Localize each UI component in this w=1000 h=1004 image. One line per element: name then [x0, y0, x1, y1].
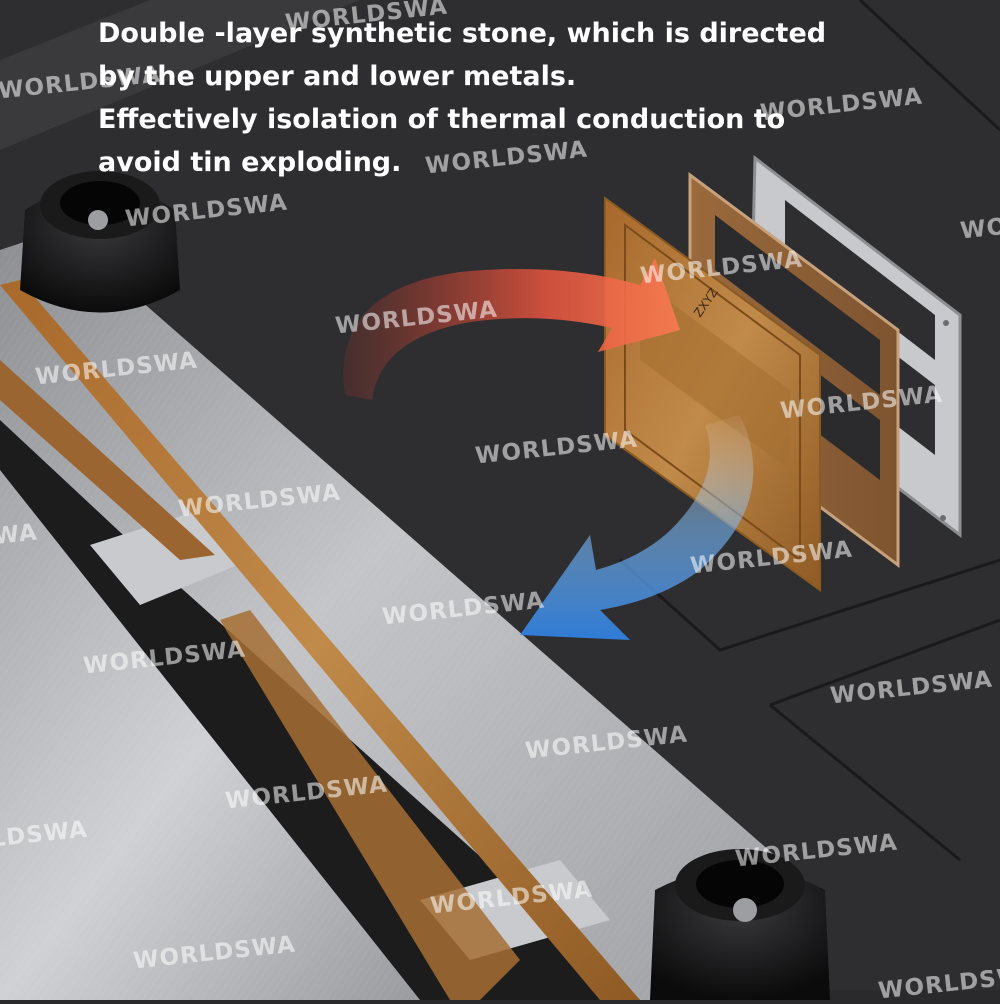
- synthetic-stone-strip: [220, 610, 520, 1000]
- panel-edge-line: [769, 618, 1000, 707]
- rubber-foot-top: [20, 171, 180, 313]
- synthetic-stone-strip: [0, 360, 215, 560]
- background-panel: [0, 0, 360, 150]
- caption-line-1: Double -layer synthetic stone, which is …: [98, 18, 827, 49]
- hot-arrow: [343, 258, 680, 400]
- caption-text-block: Double -layer synthetic stone, which is …: [98, 12, 838, 184]
- panel-edge-line: [769, 703, 961, 862]
- cold-arrow: [520, 415, 754, 640]
- synthetic-stone-strip: [0, 280, 640, 1000]
- caption-line-4: avoid tin exploding.: [98, 147, 402, 178]
- caption-line-2: by the upper and lower metals.: [98, 61, 577, 92]
- caption-line-3: Effectively isolation of thermal conduct…: [98, 104, 786, 135]
- rubber-foot-bottom: [650, 849, 830, 1000]
- panel-edge-line: [858, 0, 1000, 132]
